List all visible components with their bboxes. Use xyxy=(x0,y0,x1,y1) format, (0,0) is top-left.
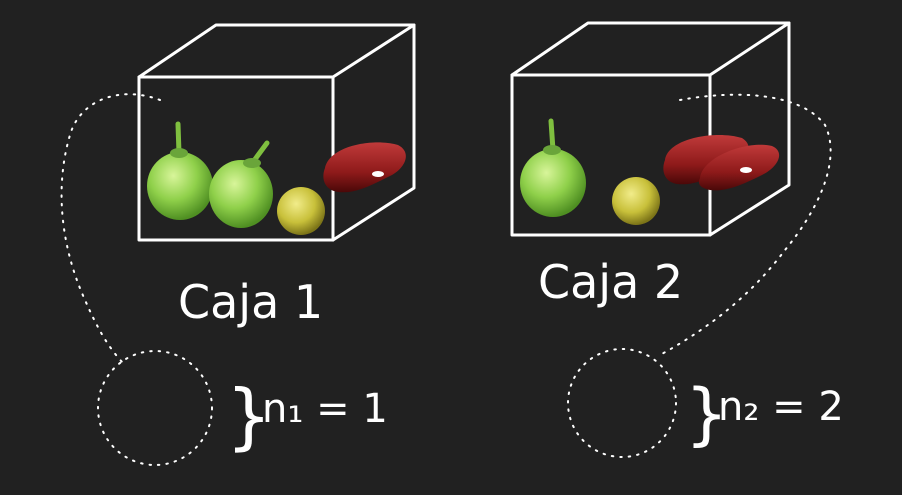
brace-2-icon: } xyxy=(685,375,728,454)
box-1-cube xyxy=(137,23,416,242)
green-grape-icon xyxy=(209,140,273,228)
count-circle-1 xyxy=(97,350,213,466)
count-label-2: n₂ = 2 xyxy=(718,384,844,430)
red-kidney-bean-icon xyxy=(698,144,780,191)
lasso-1-path xyxy=(60,93,161,366)
box-2-contents xyxy=(520,118,780,225)
box-2-label: Caja 2 xyxy=(538,255,683,309)
yellow-chickpea-icon xyxy=(612,177,660,225)
green-grape-icon xyxy=(520,118,586,217)
count-circle-2 xyxy=(567,348,677,458)
lasso-2-path xyxy=(659,93,832,356)
red-kidney-bean-icon xyxy=(323,142,406,193)
green-grape-icon xyxy=(147,121,213,220)
count-label-1: n₁ = 1 xyxy=(262,386,388,432)
box-1-label: Caja 1 xyxy=(178,275,323,329)
box-1-contents xyxy=(147,121,406,235)
box-2-cube xyxy=(510,21,791,237)
brace-1-icon: } xyxy=(226,374,272,458)
yellow-chickpea-icon xyxy=(277,187,325,235)
